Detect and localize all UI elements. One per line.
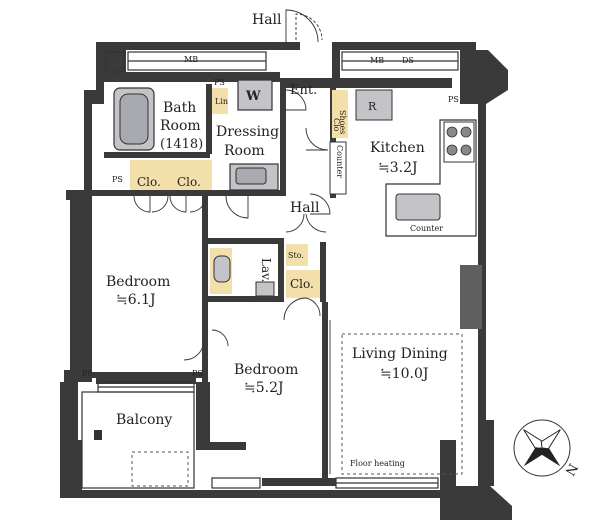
lav-sink [255,281,275,297]
ds-label: DS [402,56,414,65]
ps-label-kitchen: PS [448,95,459,104]
dressing-label-2: Room [224,143,265,159]
linen-label: Lin [215,97,228,106]
living-dining-label: Living Dining [352,346,448,362]
compass-rose: N [513,419,580,478]
bath-room-label-3: (1418) [160,137,203,152]
closet-label-2: Clo. [177,175,201,189]
floor-heating-area [341,333,463,475]
entry-counter [329,141,347,195]
lav-label: Lav. [259,258,273,282]
entry-counter-label: Counter [335,145,344,178]
floor-heating-label: Floor heating [350,459,405,468]
mb-left-label: MB [184,55,198,64]
exterior-walls [60,42,512,520]
balcony-drain [131,451,189,487]
closet-label-1: Clo. [137,175,161,189]
kitchen-area-label: ≒3.2J [378,160,418,176]
bedroom1-area-label: ≒6.1J [116,292,156,308]
kitchen-counter-label: Counter [410,224,443,233]
entrance-label: Ent. [290,83,317,98]
linen-closet [212,88,228,114]
shoes-closet-label-2: Clo [332,118,341,132]
lav-closet [286,270,320,298]
bath-room-label-2: Room [160,118,201,134]
toilet [213,255,231,283]
dressing-label-1: Dressing [216,124,279,140]
storage-label: Sto. [288,251,304,260]
bedroom2-area-label: ≒5.2J [244,380,284,396]
refrigerator-label: R [368,100,377,113]
hall-mid-label: Hall [290,200,320,216]
ps-label-bedroom: PS [82,369,93,378]
kitchen-label: Kitchen [370,140,425,156]
closet-1 [130,160,170,190]
doors [133,9,331,474]
interior-walls [78,72,452,480]
hall-top-label: Hall [252,12,282,28]
refrigerator [355,89,393,121]
stove-burners-icon [446,126,472,156]
ps-label-left: PS [112,175,123,184]
washer-label: W [245,89,261,104]
shoes-closet-label-1: Shoes [338,110,347,134]
fixtures [94,79,477,440]
closet-2 [170,160,212,190]
balcony-outlet [94,430,102,440]
storage-closet [286,244,308,266]
living-dining-area-label: ≒10.0J [380,366,429,382]
bedroom2-label: Bedroom [234,362,298,378]
balcony-label: Balcony [116,412,172,428]
washer-icon [237,79,273,111]
kitchen-sink [395,193,441,221]
windows [81,51,459,489]
mb-right-label: MB [370,56,384,65]
shoes-closet [332,90,348,138]
bath-room-label-1: Bath [163,100,196,116]
ps-label-bedroom2: PS [192,369,203,378]
bedroom1-label: Bedroom [106,274,170,290]
compass-north-label: N [561,461,580,478]
ps-label-bath: PS [214,78,225,87]
lav-closet-label: Clo. [290,277,314,291]
